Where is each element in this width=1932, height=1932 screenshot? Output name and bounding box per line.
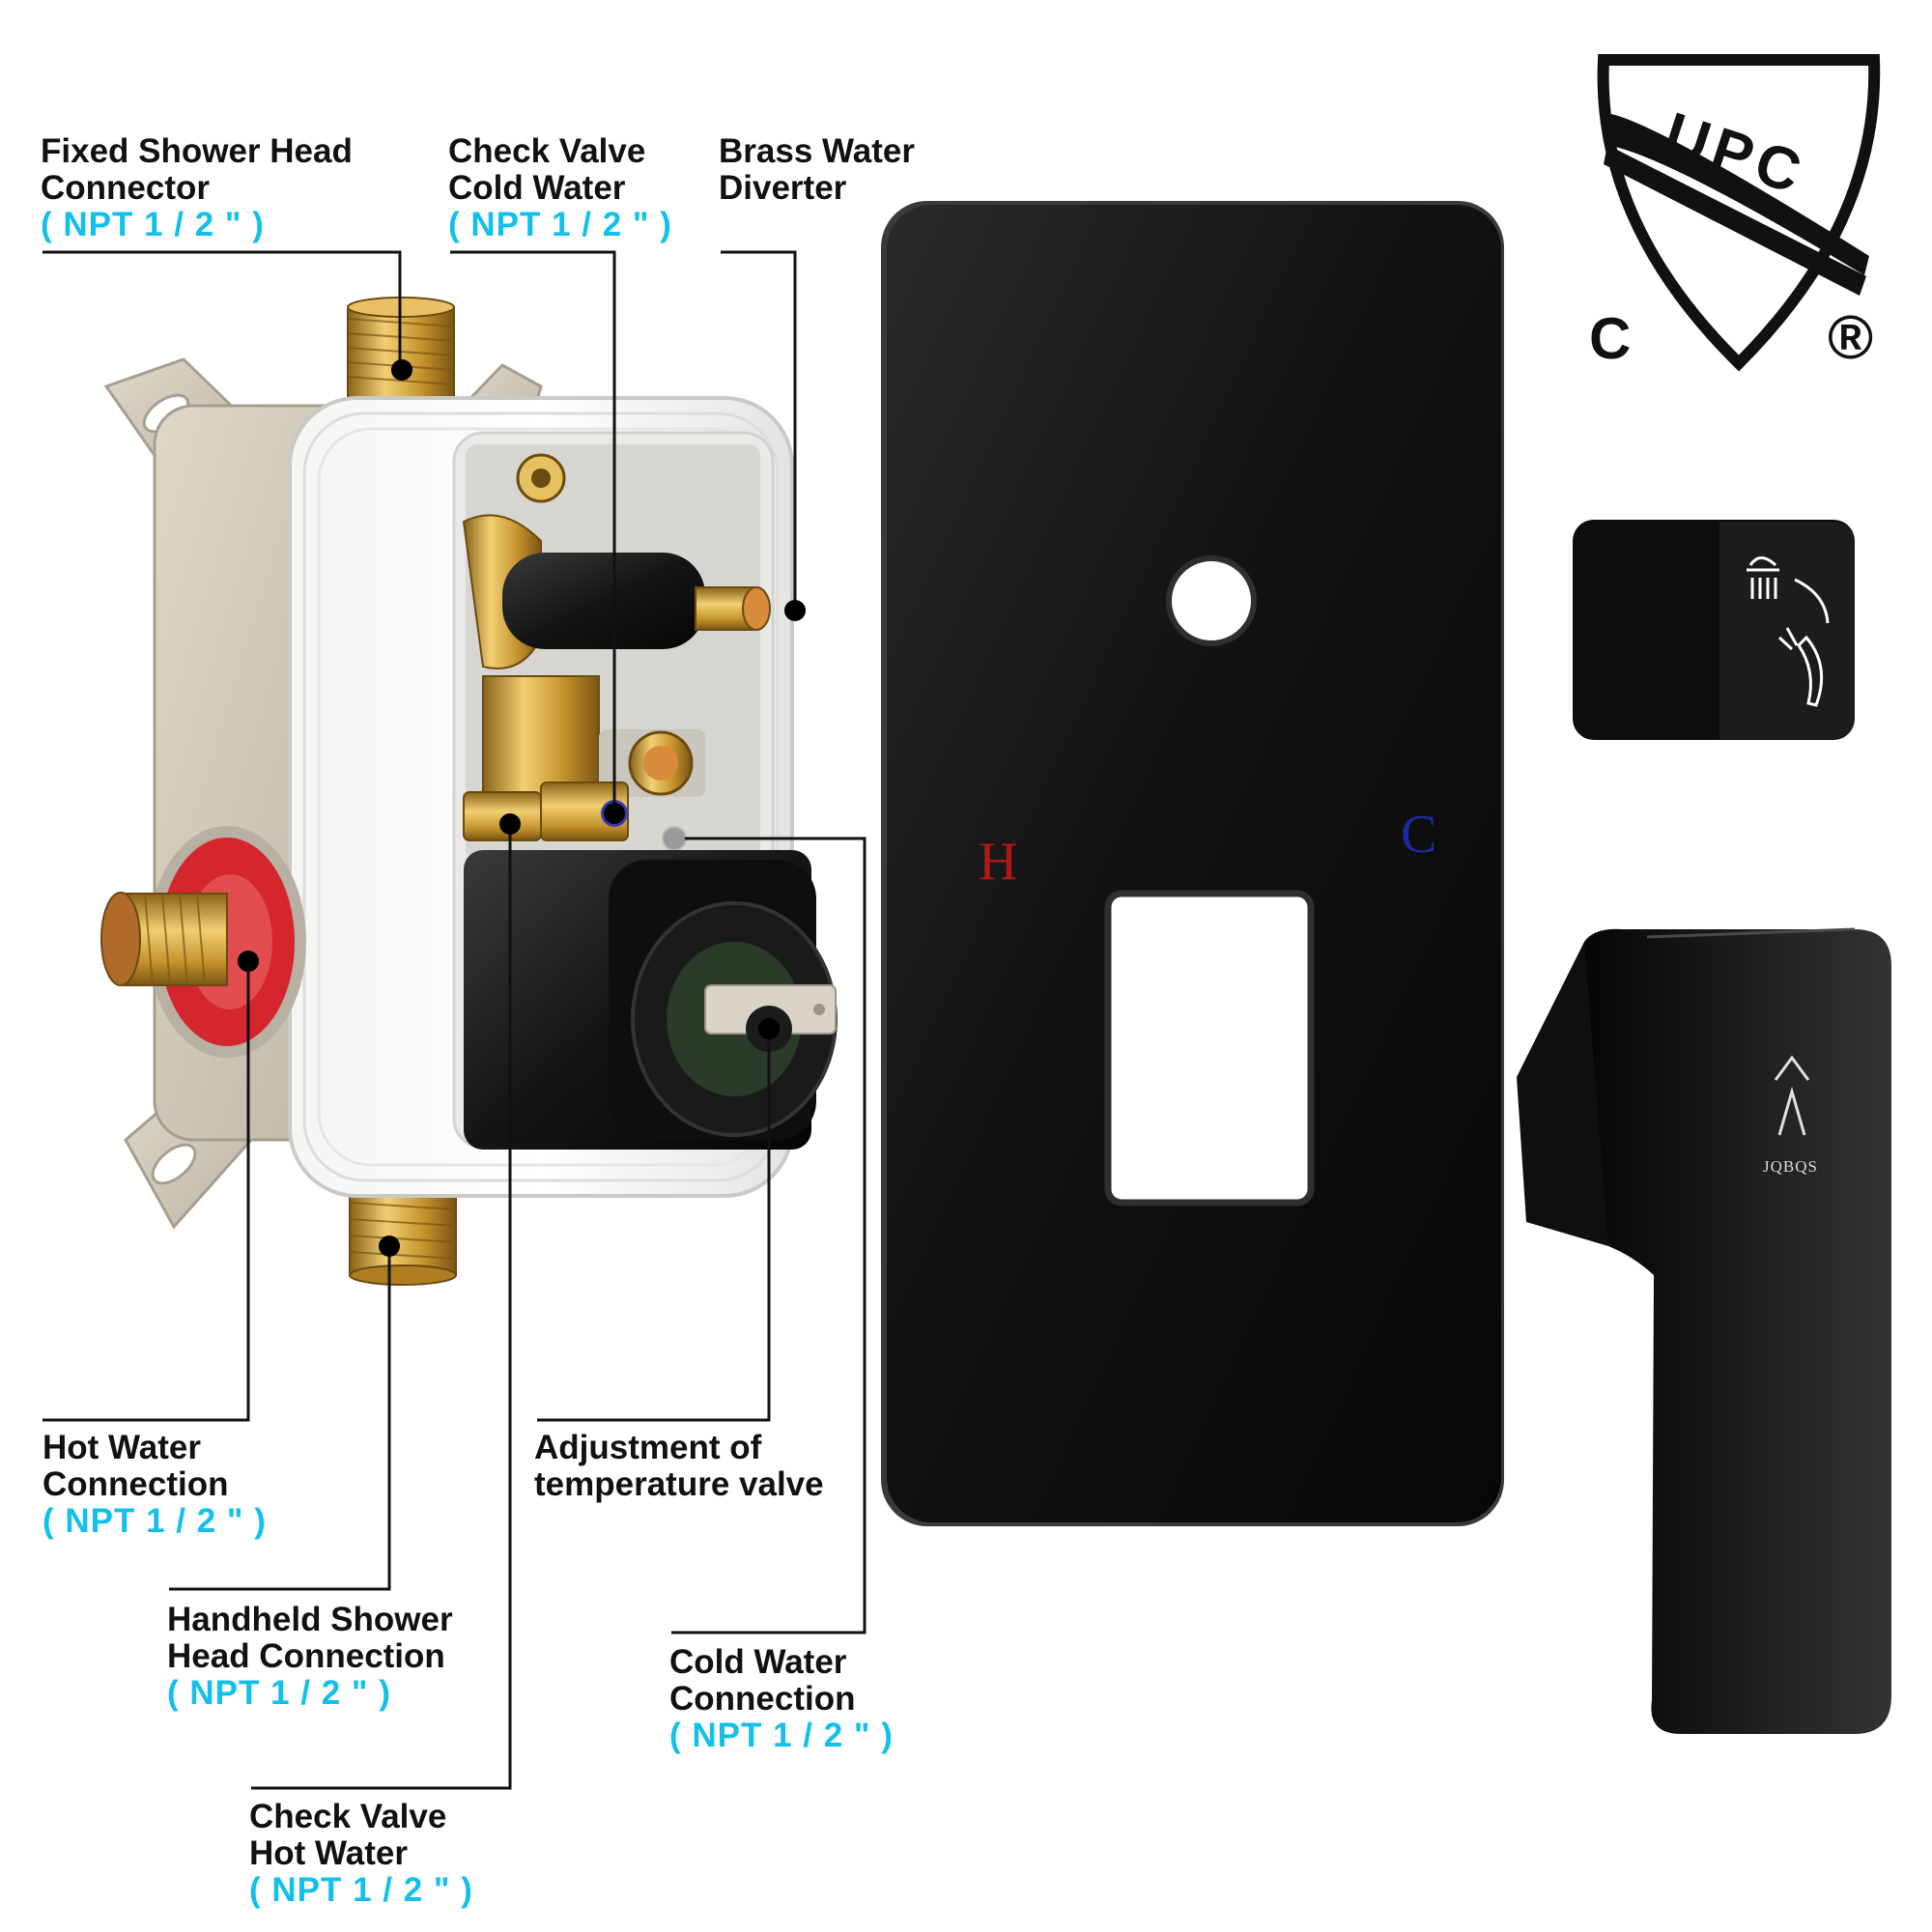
callout-line-2: Connection (669, 1680, 856, 1718)
shield-band (1604, 145, 1866, 296)
callout-check-valve-hot-water: Check Valve Hot Water ( NPT 1 / 2 " ) (249, 1799, 473, 1909)
trim-plate (881, 201, 1504, 1526)
cupc-prefix: C (1589, 306, 1632, 371)
brand-logo-icon (1774, 1055, 1810, 1136)
handle-opening (1104, 890, 1315, 1207)
callout-line-1: Cold Water (669, 1643, 847, 1681)
switch-arrow-icon (1794, 578, 1830, 624)
lever-handle (1517, 927, 1891, 1734)
callout-line-2: Diverter (719, 169, 847, 207)
callout-check-valve-cold-water: Check Valve Cold Water ( NPT 1 / 2 " ) (448, 133, 672, 243)
callout-line-2: Connector (41, 169, 210, 207)
diverter-knob (1573, 520, 1855, 740)
callout-line-2: Cold Water (448, 169, 626, 207)
callout-spec: ( NPT 1 / 2 " ) (669, 1717, 894, 1754)
cold-mark: C (1401, 805, 1437, 865)
diverter-hole (1166, 555, 1257, 646)
callout-spec: ( NPT 1 / 2 " ) (249, 1871, 473, 1909)
callout-line-1: Check Valve (448, 132, 646, 170)
callout-fixed-shower-head-connector: Fixed Shower Head Connector ( NPT 1 / 2 … (41, 133, 353, 243)
callout-cold-water-connection: Cold Water Connection ( NPT 1 / 2 " ) (669, 1644, 894, 1754)
callout-line-1: Brass Water (719, 132, 915, 170)
cupc-certification-mark (1597, 54, 1881, 372)
handle-brand: JQBQS (1763, 1157, 1818, 1176)
callout-brass-water-diverter: Brass Water Diverter (719, 133, 915, 207)
callout-spec: ( NPT 1 / 2 " ) (448, 206, 672, 243)
shower-icon (1747, 556, 1779, 599)
callout-spec: ( NPT 1 / 2 " ) (41, 206, 265, 243)
handheld-shower-icon (1777, 627, 1824, 707)
callout-line-1: Check Valve (249, 1798, 447, 1835)
cupc-registered: ® (1828, 302, 1874, 372)
callout-line-2: Hot Water (249, 1834, 408, 1872)
callout-line-1: Fixed Shower Head (41, 132, 353, 170)
hot-mark: H (979, 832, 1018, 892)
